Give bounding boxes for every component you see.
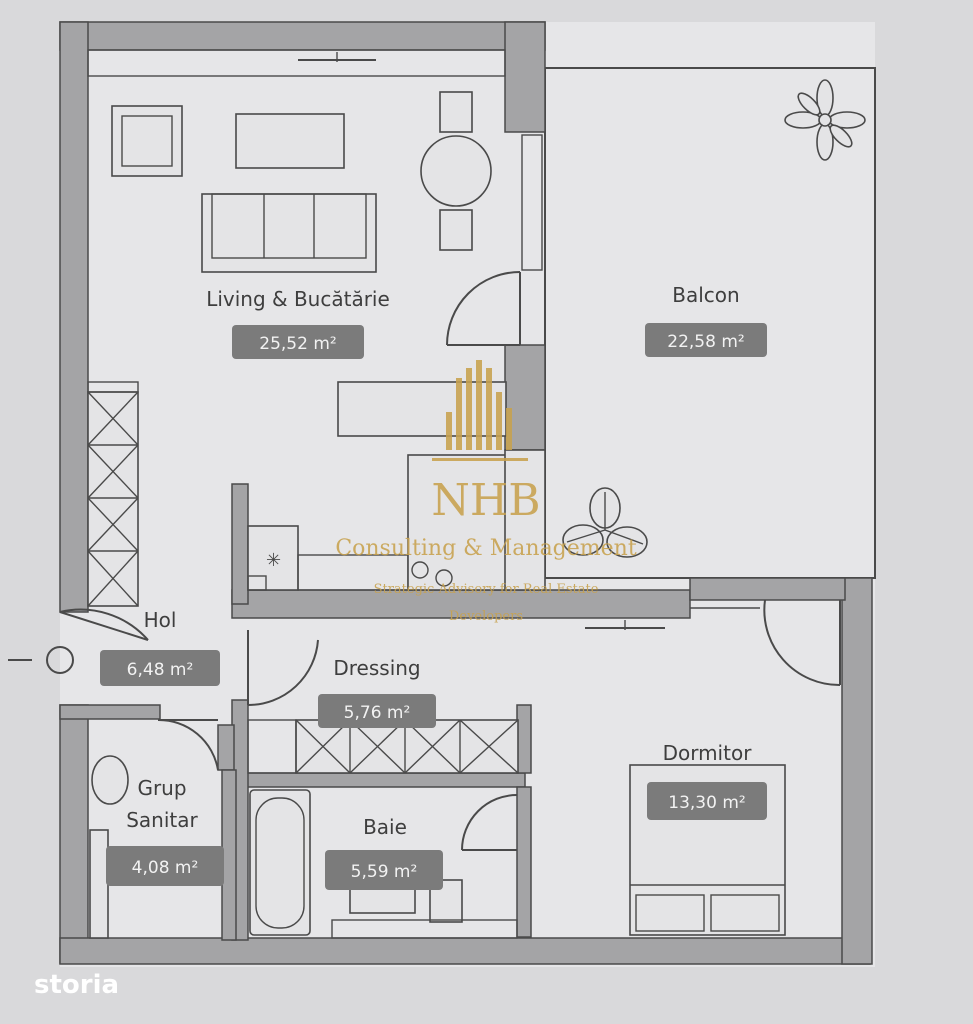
- room-name: Hol: [144, 608, 177, 632]
- living-furniture: ✳: [111, 91, 546, 591]
- room-area: 25,52 m²: [259, 334, 336, 354]
- room-label-living: Living & Bucătărie 25,52 m²: [206, 287, 390, 359]
- storia-logo: storia: [34, 970, 119, 1000]
- room-area: 22,58 m²: [667, 332, 744, 352]
- hall-closet: [87, 381, 139, 607]
- doors: [59, 134, 841, 851]
- watermark-tagline-line1: Strategic Advisory for Real Estate: [374, 582, 599, 597]
- room-label-grup-sanitar: Grup Sanitar 4,08 m²: [106, 776, 224, 886]
- room-name: Balcon: [672, 283, 739, 307]
- room-name: Baie: [363, 815, 407, 839]
- room-name: Dressing: [333, 656, 420, 680]
- plant-icon: [784, 79, 866, 161]
- room-label-dormitor: Dormitor 13,30 m²: [647, 741, 767, 820]
- building-logo-icon: [432, 360, 528, 461]
- outer-walls: [59, 21, 873, 965]
- dressing-closet: [247, 719, 519, 774]
- room-label-balcon: Balcon 22,58 m²: [645, 283, 767, 357]
- entry-symbol: [8, 646, 74, 674]
- room-name-line1: Grup: [137, 776, 186, 800]
- room-name: Living & Bucătărie: [206, 287, 390, 311]
- room-label-dressing: Dressing 5,76 m²: [318, 656, 436, 728]
- bathroom-fixtures: [89, 755, 518, 939]
- window-bedroom: [585, 620, 665, 630]
- room-area: 4,08 m²: [132, 858, 199, 878]
- room-area: 5,76 m²: [344, 703, 411, 723]
- watermark-initials: NHB: [431, 475, 540, 526]
- room-area: 6,48 m²: [127, 660, 194, 680]
- window-top: [87, 49, 506, 77]
- watermark-tagline-line2: Developers: [449, 609, 523, 624]
- room-label-hol: Hol 6,48 m²: [100, 608, 220, 686]
- watermark: NHB Consulting & Management Strategic Ad…: [335, 360, 637, 624]
- room-label-baie: Baie 5,59 m²: [325, 815, 443, 890]
- leaf-plant-icon: [562, 487, 648, 558]
- svg-text:✳: ✳: [266, 550, 281, 571]
- watermark-company: Consulting & Management: [335, 536, 637, 561]
- room-name: Dormitor: [663, 741, 753, 765]
- room-area: 13,30 m²: [668, 793, 745, 813]
- room-name-line2: Sanitar: [126, 808, 198, 832]
- room-area: 5,59 m²: [351, 862, 418, 882]
